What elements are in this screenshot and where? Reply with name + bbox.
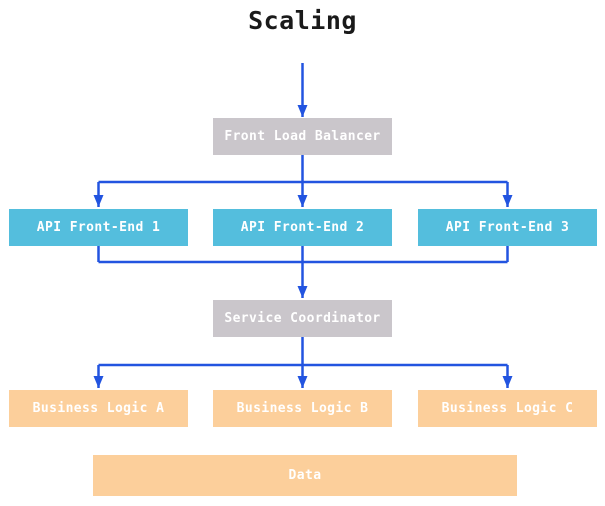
node-business-logic-b: Business Logic B (213, 390, 392, 427)
diagram-title: Scaling (248, 6, 357, 35)
node-api-front-end-3: API Front-End 3 (418, 209, 597, 246)
node-data: Data (93, 455, 517, 496)
node-api-front-end-1: API Front-End 1 (9, 209, 188, 246)
edge-flb-fanout-spine (98, 155, 508, 184)
node-api-front-end-2: API Front-End 2 (213, 209, 392, 246)
node-service-coordinator: Service Coordinator (213, 300, 392, 337)
node-business-logic-a: Business Logic A (9, 390, 188, 427)
edge-sc-fanout-spine (98, 337, 508, 367)
edge-group (93, 63, 513, 388)
node-front-load-balancer: Front Load Balancer (213, 118, 392, 155)
node-business-logic-c: Business Logic C (418, 390, 597, 427)
